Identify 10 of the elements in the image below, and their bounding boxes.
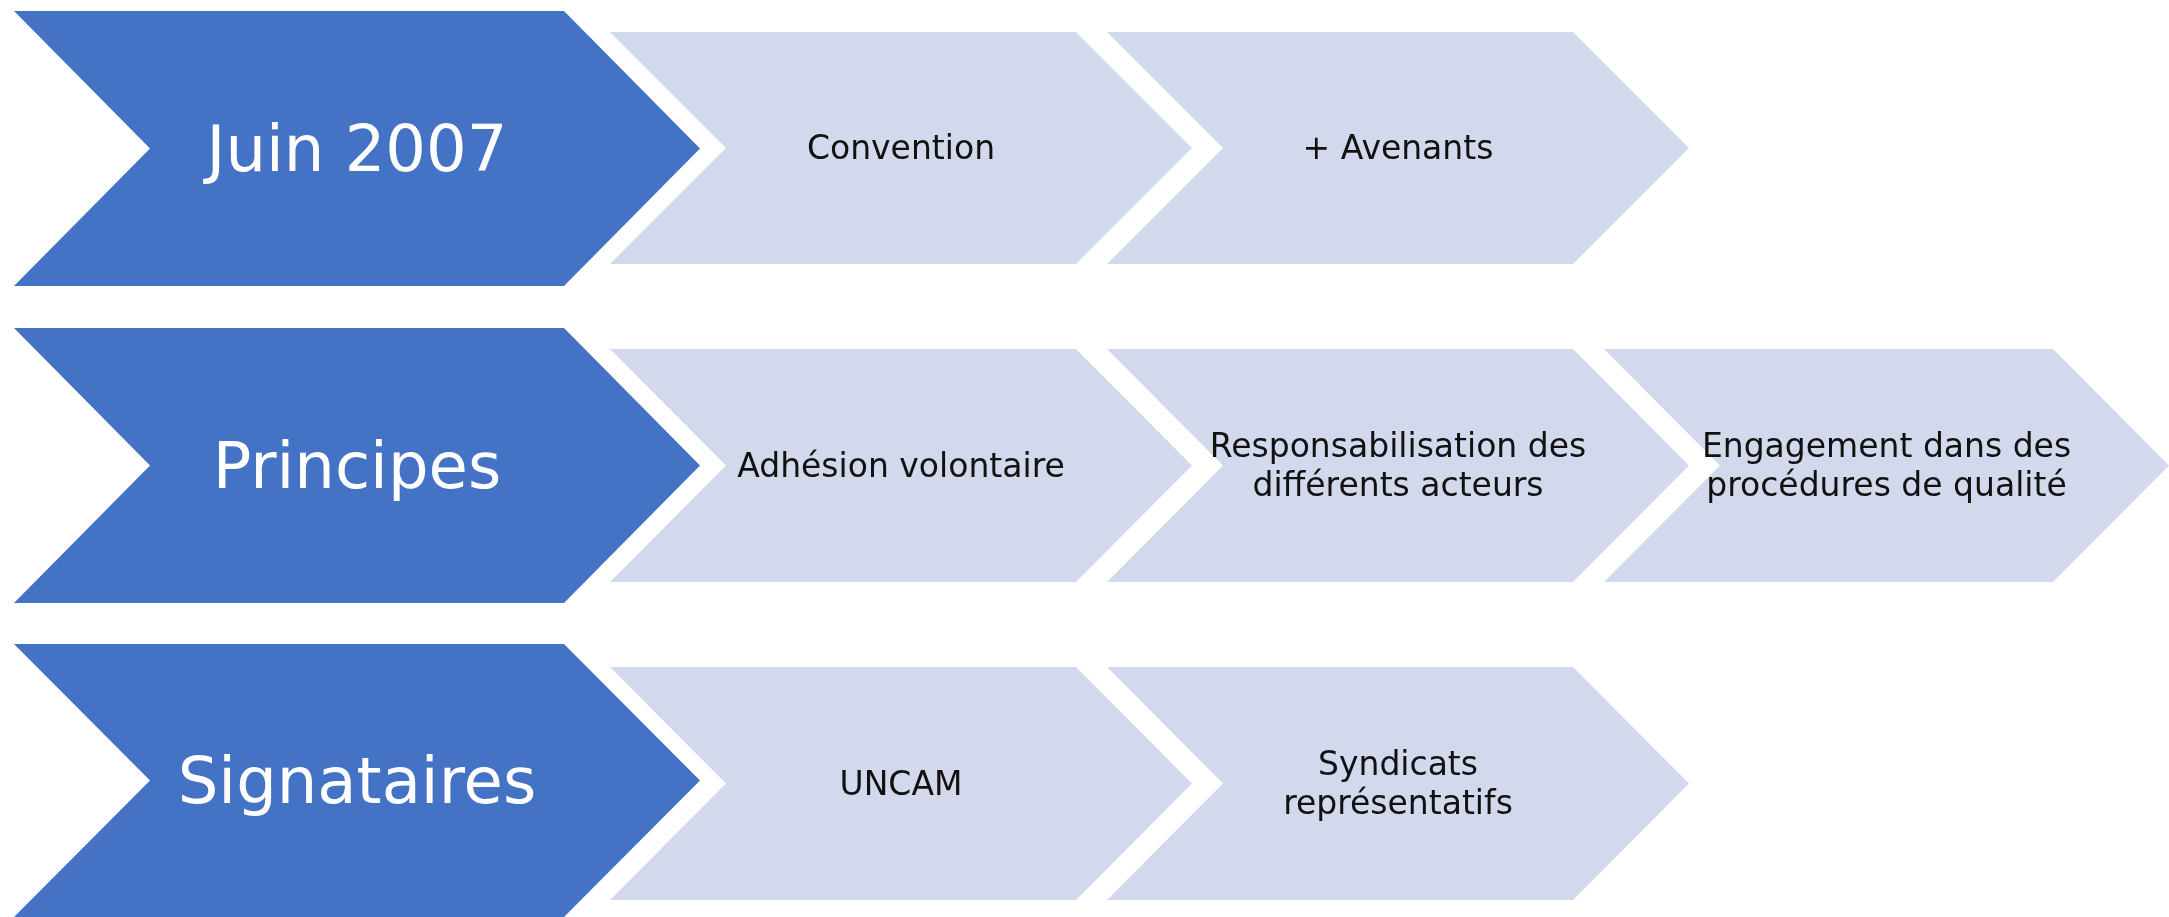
chevron-label: UNCAM	[838, 763, 964, 804]
chevron-label: Principes	[211, 427, 503, 504]
chevron-label: Responsabilisation des différents acteurs	[1208, 425, 1588, 506]
chevron-label: Signataires	[176, 742, 538, 819]
chevron-label: Syndicats représentatifs	[1282, 743, 1514, 824]
chevron-label: Convention	[805, 128, 997, 168]
chevron-label: Engagement dans des procédures de qualité	[1700, 425, 2073, 506]
chevron-label: Juin 2007	[137, 110, 577, 187]
chevron-label: Adhésion volontaire	[736, 445, 1066, 486]
chevron-label: + Avenants	[1301, 128, 1495, 168]
